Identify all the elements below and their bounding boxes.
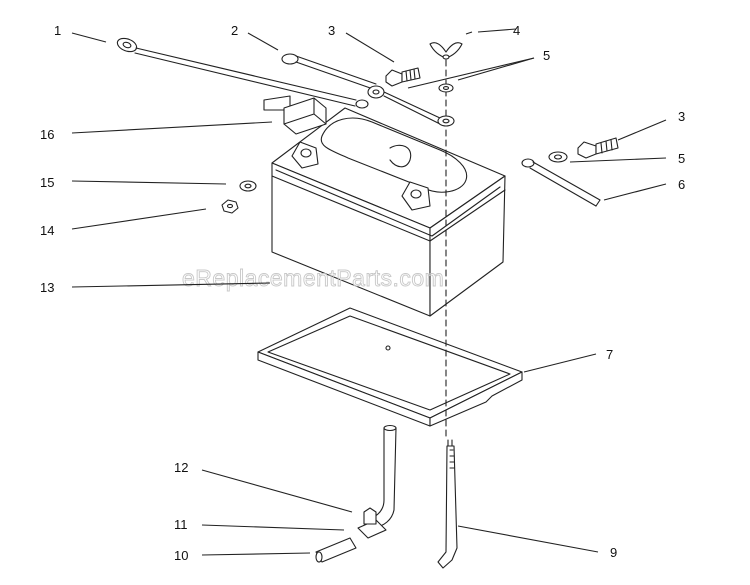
washer-left <box>239 180 257 192</box>
callout-9: 9 <box>610 545 617 560</box>
battery-tray <box>257 307 523 427</box>
clamp <box>357 507 387 539</box>
cable-2 <box>281 53 455 127</box>
cable-6 <box>521 158 601 207</box>
terminal-right <box>401 181 431 211</box>
nut-left <box>221 199 239 214</box>
callout-3-right: 3 <box>678 109 685 124</box>
terminal-left <box>291 141 319 169</box>
callout-5-right: 5 <box>678 151 685 166</box>
washer-right <box>548 151 568 163</box>
terminal-boot <box>263 95 327 135</box>
cable-1 <box>116 37 369 109</box>
callout-10: 10 <box>174 548 188 563</box>
battery <box>271 107 506 317</box>
callout-labels: 1 2 3 4 5 3 5 6 16 15 14 13 7 12 11 10 9 <box>40 23 685 563</box>
callout-1: 1 <box>54 23 61 38</box>
callout-15: 15 <box>40 175 54 190</box>
leader-lines <box>71 28 667 556</box>
callout-7: 7 <box>606 347 613 362</box>
callout-2: 2 <box>231 23 238 38</box>
callout-3-top: 3 <box>328 23 335 38</box>
callout-13: 13 <box>40 280 54 295</box>
callout-6: 6 <box>678 177 685 192</box>
watermark-text: eReplacementParts.com <box>182 265 444 291</box>
washer-top <box>438 83 454 93</box>
hold-down-rod <box>437 59 458 569</box>
bolt-right <box>577 137 619 159</box>
callout-12: 12 <box>174 460 188 475</box>
wing-nut <box>429 42 463 60</box>
tube <box>315 537 357 563</box>
callout-5-top: 5 <box>543 48 550 63</box>
callout-14: 14 <box>40 223 54 238</box>
callout-11: 11 <box>174 517 188 532</box>
callout-4: 4 <box>513 23 520 38</box>
callout-16: 16 <box>40 127 54 142</box>
bolt-top <box>385 67 421 87</box>
